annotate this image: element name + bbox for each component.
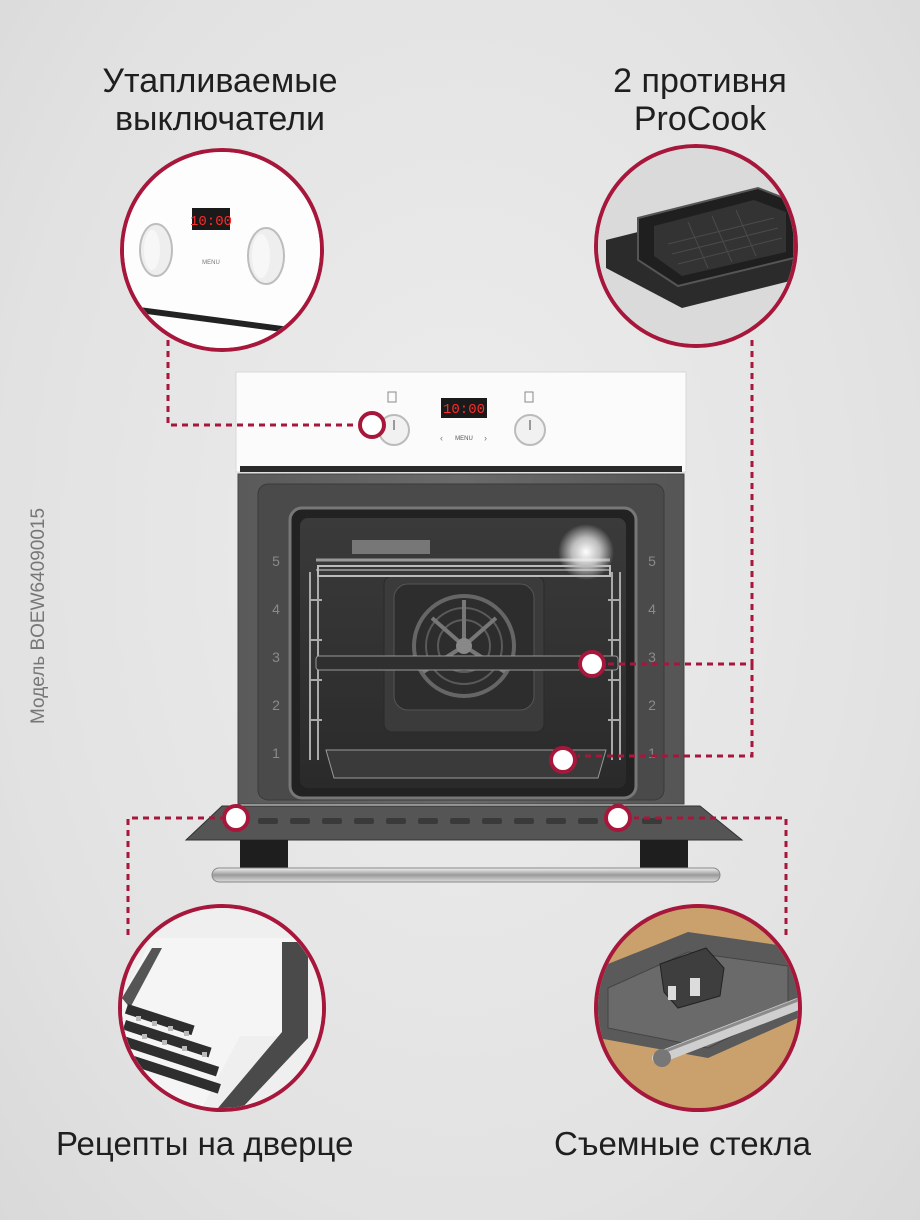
baking-tray-icon: [598, 148, 794, 344]
hotspot-door-glass: [604, 804, 632, 832]
door-glass-icon: [598, 908, 798, 1108]
control-panel: [235, 371, 687, 473]
rack-level-label: 4: [648, 601, 656, 617]
svg-text:‹: ‹: [440, 433, 443, 443]
knob-icon[interactable]: [514, 414, 546, 446]
knob-icon: [247, 227, 285, 285]
detail-removable-glass: [594, 904, 802, 1112]
rack-level-label: 2: [648, 697, 656, 713]
hotspot-door-recipes: [222, 804, 250, 832]
rack-level-label: 3: [648, 649, 656, 665]
oven-light: [558, 524, 614, 580]
fan-icon: [412, 594, 516, 698]
knob-icon: [139, 223, 173, 277]
wire-rack: [317, 565, 611, 577]
hotspot-tray-lower: [549, 746, 577, 774]
rack-level-label: 1: [272, 745, 280, 761]
timer-display: [441, 398, 487, 418]
hotspot-markers: [222, 411, 632, 832]
svg-text:10:00: 10:00: [190, 214, 232, 230]
connector-lines: [126, 340, 788, 935]
detail-door-recipes: [118, 904, 326, 1112]
baking-tray-lower: [325, 749, 607, 779]
detail-knobs: 10:00 MENU: [120, 148, 324, 352]
rack-level-label: 2: [272, 697, 280, 713]
svg-text:MENU: MENU: [202, 260, 220, 266]
recipe-panel-icon: [122, 908, 322, 1108]
rack-level-label: 3: [272, 649, 280, 665]
baking-tray-upper: [315, 655, 619, 671]
svg-text:›: ›: [484, 433, 487, 443]
feature-title-recessed-knobs: Утапливаемые выключатели: [102, 62, 338, 138]
rack-level-label: 4: [272, 601, 280, 617]
menu-button: MENU: [455, 436, 473, 442]
feature-title-removable-glass: Съемные стекла: [554, 1125, 811, 1162]
rack-level-label: 5: [272, 553, 280, 569]
detail-procook-trays: [594, 144, 798, 348]
hotspot-tray-upper: [578, 650, 606, 678]
display-time: 10:00: [443, 402, 485, 418]
feature-title-door-recipes: Рецепты на дверце: [56, 1125, 354, 1162]
hotspot-knobs: [358, 411, 386, 439]
rack-level-label: 1: [648, 745, 656, 761]
feature-title-procook-trays: 2 противня ProCook: [613, 62, 787, 138]
rack-level-label: 5: [648, 553, 656, 569]
door-handle: [211, 867, 721, 883]
